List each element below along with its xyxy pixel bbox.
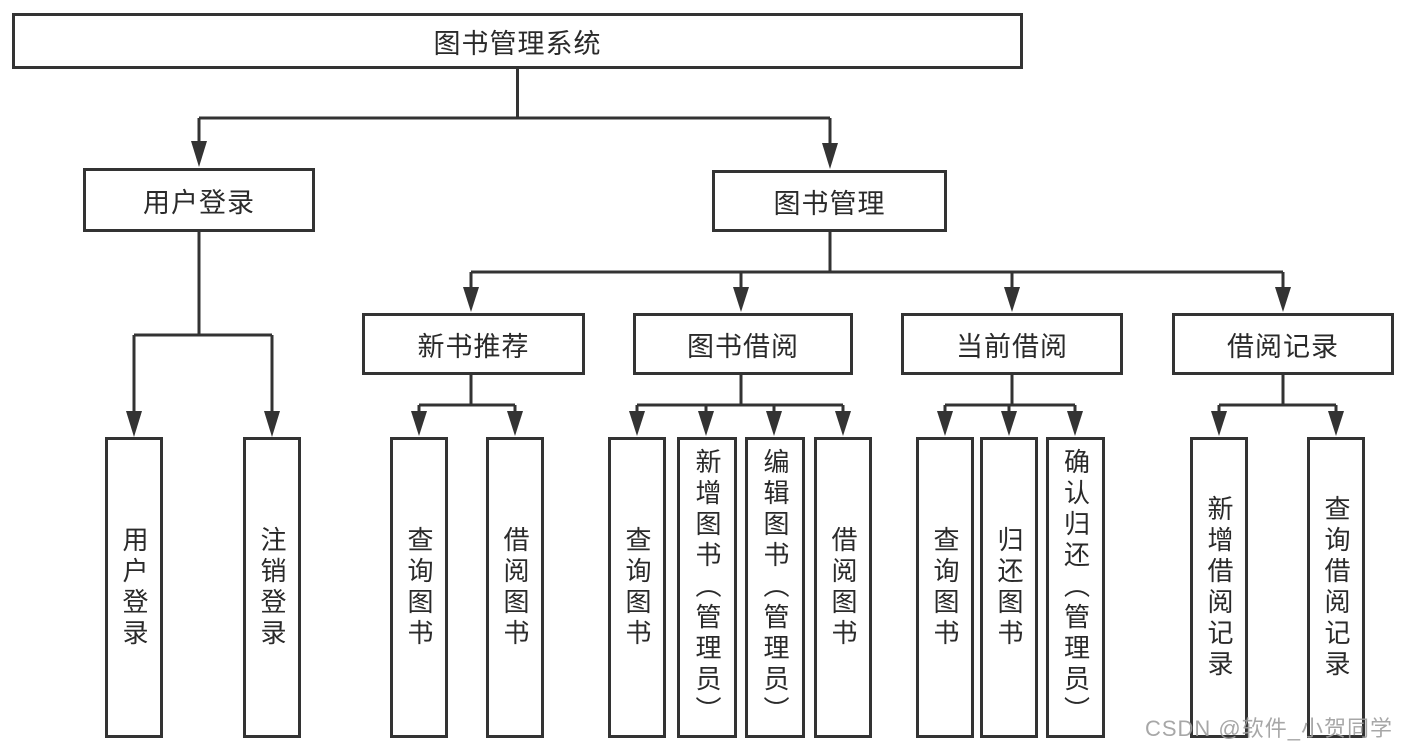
leaf-borrowing-borrow-books: 借阅图书 — [814, 437, 872, 738]
node-book-borrowing: 图书借阅 — [633, 313, 853, 375]
leaf-newbook-query-books: 查询图书 — [390, 437, 448, 738]
node-current-borrowing-label: 当前借阅 — [956, 331, 1068, 362]
node-book-borrowing-label: 图书借阅 — [687, 331, 799, 362]
leaf-borrowing-query-books: 查询图书 — [608, 437, 666, 738]
node-borrowing-records: 借阅记录 — [1172, 313, 1394, 375]
node-current-borrowing: 当前借阅 — [901, 313, 1123, 375]
leaf-current-query-books: 查询图书 — [916, 437, 974, 738]
leaf-newbook-query-books-label: 查询图书 — [404, 525, 434, 650]
node-user-login-label: 用户登录 — [143, 187, 255, 218]
leaf-records-add-record: 新增借阅记录 — [1190, 437, 1248, 738]
leaf-borrowing-edit-book-admin: 编辑图书（管理员） — [745, 437, 805, 738]
node-new-book-recommendation: 新书推荐 — [362, 313, 585, 375]
node-book-management-label: 图书管理 — [773, 188, 886, 219]
leaf-records-query-record: 查询借阅记录 — [1307, 437, 1365, 738]
leaf-current-confirm-return-admin: 确认归还（管理员） — [1046, 437, 1105, 738]
leaf-newbook-borrow-books-label: 借阅图书 — [500, 525, 530, 650]
leaf-logout: 注销登录 — [243, 437, 301, 738]
csdn-watermark: CSDN @软件_小贺同学 — [1144, 716, 1393, 741]
leaf-current-query-books-label: 查询图书 — [930, 525, 960, 650]
leaf-current-return-books: 归还图书 — [980, 437, 1038, 738]
leaf-newbook-borrow-books: 借阅图书 — [486, 437, 544, 738]
node-borrowing-records-label: 借阅记录 — [1227, 331, 1339, 362]
leaf-borrowing-borrow-books-label: 借阅图书 — [828, 525, 858, 650]
leaf-borrowing-add-book-admin: 新增图书（管理员） — [677, 437, 737, 738]
leaf-logout-label: 注销登录 — [257, 525, 287, 650]
node-root-label: 图书管理系统 — [433, 28, 602, 59]
node-book-management: 图书管理 — [712, 170, 947, 232]
arrowheads — [126, 141, 1344, 437]
leaf-user-login-label: 用户登录 — [119, 525, 149, 650]
leaf-records-query-record-label: 查询借阅记录 — [1321, 494, 1351, 681]
leaf-records-add-record-label: 新增借阅记录 — [1204, 494, 1234, 681]
node-root: 图书管理系统 — [12, 13, 1023, 69]
leaf-current-return-books-label: 归还图书 — [994, 525, 1024, 650]
leaf-borrowing-query-books-label: 查询图书 — [622, 525, 652, 650]
leaf-borrowing-edit-book-admin-label: 编辑图书（管理员） — [760, 448, 790, 727]
node-new-book-recommendation-label: 新书推荐 — [417, 331, 530, 362]
node-user-login: 用户登录 — [83, 168, 315, 232]
leaf-borrowing-add-book-admin-label: 新增图书（管理员） — [692, 448, 722, 727]
leaf-user-login: 用户登录 — [105, 437, 163, 738]
leaf-current-confirm-return-admin-label: 确认归还（管理员） — [1060, 448, 1091, 727]
